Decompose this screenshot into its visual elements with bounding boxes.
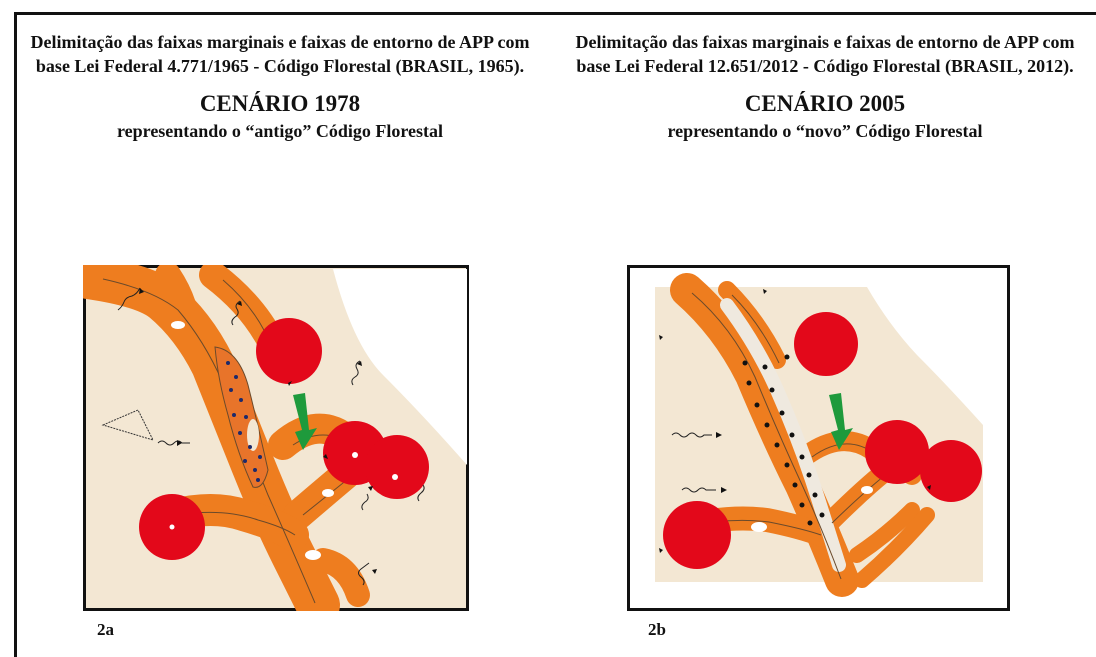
map-2b	[627, 265, 1010, 611]
map-2b-flow-arrows	[671, 432, 716, 493]
figure-frame	[14, 12, 1096, 657]
panel-2b-subtitle: representando o “novo” Código Florestal	[667, 121, 983, 141]
map-2a-island	[214, 346, 269, 488]
map-2b-arrowheads	[659, 289, 931, 553]
map-2b-lakes	[751, 486, 873, 532]
panel-2a-header: Delimitação das faixas marginais e faixa…	[20, 30, 540, 142]
panel-2b-header: Delimitação das faixas marginais e faixa…	[565, 30, 1085, 142]
panel-2b-scenario: CENÁRIO 2005	[744, 91, 906, 116]
map-2a-well-dots	[226, 361, 262, 482]
map-2a-pond	[247, 419, 259, 451]
map-2a-svg	[66, 255, 469, 627]
map-2b-corridor	[720, 298, 846, 572]
map-2a-lakes	[171, 321, 334, 560]
map-2b-spring-buffers	[663, 312, 982, 569]
map-2b-white-area	[867, 287, 983, 425]
panel-2a-subtitle: representando o “antigo” Código Floresta…	[116, 121, 443, 141]
map-2a-spring-points	[169, 452, 398, 530]
map-2a-green-arrow	[293, 393, 317, 450]
map-2a-arrowheads	[139, 288, 377, 574]
panel-2a-description: Delimitação das faixas marginais e faixa…	[30, 32, 530, 76]
map-2a-white-area	[333, 269, 467, 465]
panel-2a-label: 2a	[97, 620, 114, 639]
panel-2b-label: 2b	[648, 620, 666, 639]
panel-2b-description: Delimitação das faixas marginais e faixa…	[575, 32, 1075, 76]
map-2b-well-dots	[742, 354, 825, 526]
panel-2a-scenario: CENÁRIO 1978	[199, 91, 361, 116]
map-2a	[66, 255, 469, 627]
map-2b-svg	[627, 265, 1010, 611]
map-2a-triangle	[101, 409, 154, 441]
map-2b-green-arrow	[829, 393, 853, 450]
